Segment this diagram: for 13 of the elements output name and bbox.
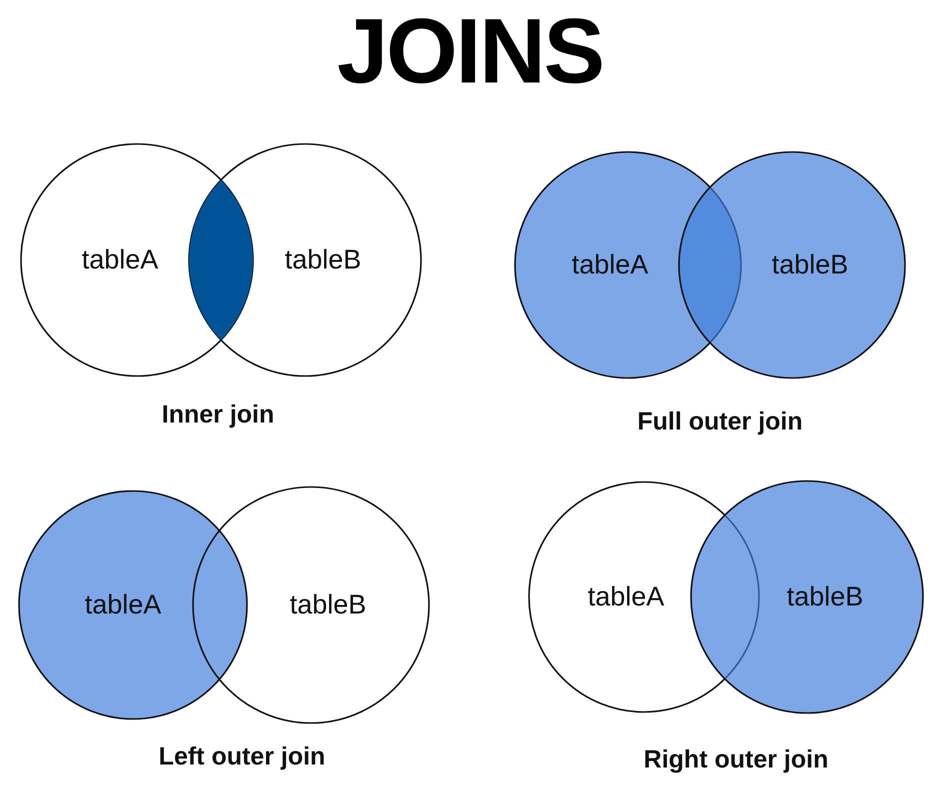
join-caption: Inner join	[162, 400, 274, 430]
set-label: tableB	[786, 582, 864, 612]
join-caption: Full outer join	[637, 408, 803, 436]
set-label: tableA	[82, 244, 158, 276]
set-label: tableB	[290, 590, 366, 620]
set-label: tableA	[572, 250, 648, 280]
set-label: tableA	[84, 590, 162, 620]
set-label: tableA	[588, 582, 664, 612]
diagram-title: JOINS	[336, 0, 604, 104]
set-label: tableB	[772, 250, 848, 280]
join-caption: Right outer join	[644, 746, 828, 774]
set-label: tableB	[284, 244, 362, 276]
join-caption: Left outer join	[158, 742, 326, 772]
